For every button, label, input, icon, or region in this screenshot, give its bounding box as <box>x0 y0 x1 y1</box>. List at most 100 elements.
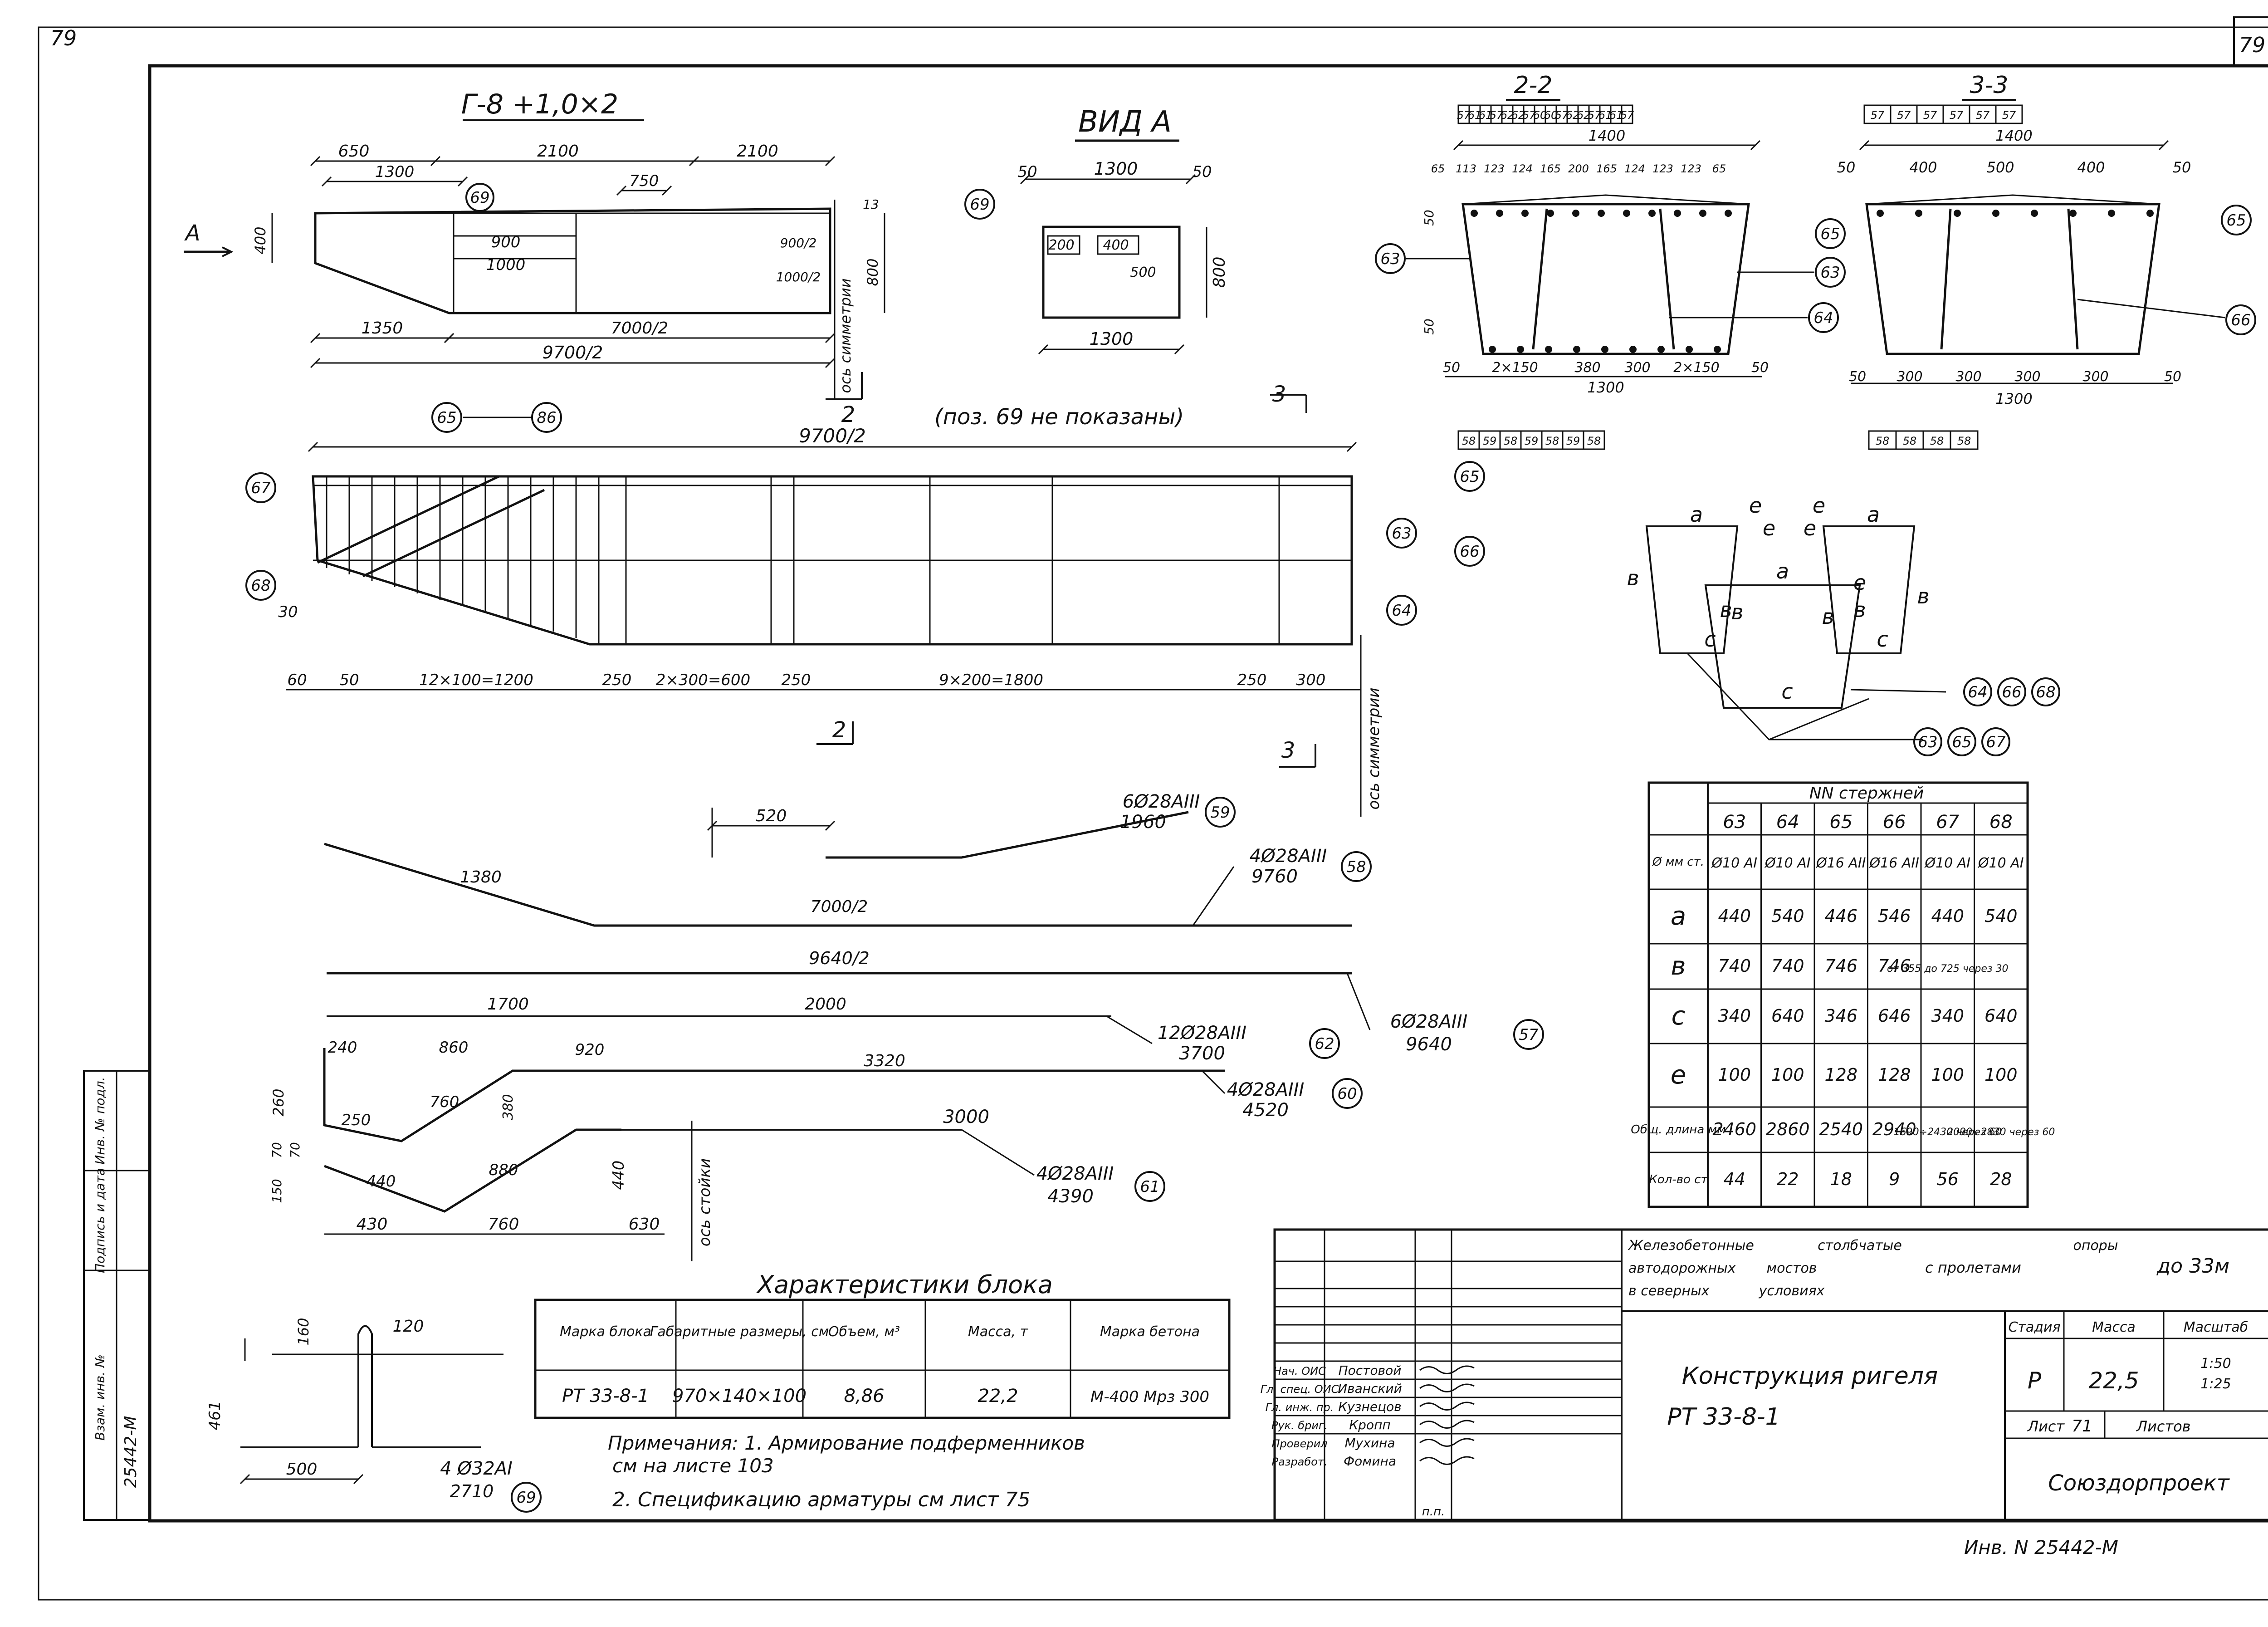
stirrup-dimension-letter: в <box>1822 604 1834 629</box>
section-3-top-slope <box>1866 194 2160 205</box>
position-marker-59: 59 <box>1210 804 1230 822</box>
dim-tick <box>310 358 321 368</box>
dim-tick <box>1453 140 1464 151</box>
stirrup-dimension-letter: е <box>1853 570 1866 595</box>
leader-line <box>2077 299 2225 319</box>
dimension-label: 300 <box>1624 360 1650 376</box>
dimension-label: 760 <box>430 1093 459 1111</box>
position-marker-circle <box>1134 1171 1165 1202</box>
dimension-label: 3320 <box>864 1052 905 1070</box>
rebar-table-cell: 1690÷2430 через 60 <box>1894 1127 2002 1138</box>
position-marker-circle <box>1454 461 1485 492</box>
stirrup-dimension-letter: а <box>1690 502 1703 527</box>
page-number-left: 79 <box>50 26 77 50</box>
dimension-label: 380 <box>1574 360 1600 376</box>
section-3-strip-label: 57 <box>2002 109 2016 122</box>
section-2-bar-dot <box>1517 346 1524 353</box>
dimension-label: 650 <box>338 142 370 161</box>
title-block-stage: Р <box>2028 1367 2042 1394</box>
section-3-bar-dot <box>2069 210 2077 217</box>
title-block-role: Гл. спец. ОИС <box>1261 1383 1339 1396</box>
dim-tick <box>310 156 321 167</box>
dimension-label: 50 <box>1443 360 1460 376</box>
elevation-beam-outline <box>314 207 831 314</box>
bar-label: 4Ø28АIII <box>1227 1079 1305 1100</box>
dimension-label: 165 <box>1540 162 1561 175</box>
section-3-bottom-strip-label: 58 <box>1957 435 1971 447</box>
dimension-label: 750 <box>630 172 659 190</box>
section-2-bar-dot <box>1601 346 1608 353</box>
title-block-header: Стадия <box>2008 1319 2060 1335</box>
position-marker-circle <box>245 570 276 601</box>
dim-tick <box>689 156 699 167</box>
dimension-label: 1000/2 <box>776 270 821 284</box>
title-block-sheet-number: 71 <box>2072 1417 2092 1436</box>
rebar-table-column-header: 64 <box>1776 812 1799 833</box>
dimension-label: 500 <box>1986 159 2014 176</box>
notes-title: Примечания: 1. Армирование подферменнико… <box>608 1432 1085 1454</box>
title-block-mass: 22,5 <box>2088 1367 2139 1394</box>
dimension-label: 1300 <box>1094 159 1138 179</box>
dim-tick <box>321 176 332 187</box>
dim-tick <box>825 333 836 343</box>
dim-tick <box>240 1474 250 1485</box>
title-block <box>1273 1228 2268 1521</box>
dimension-label: 65 <box>1431 162 1445 175</box>
dimension-label: 300 <box>2014 369 2040 385</box>
bar-label: 6Ø28АIII <box>1123 791 1200 812</box>
plan-beam-outline <box>312 475 1353 646</box>
dimension-label: 30 <box>278 603 298 621</box>
position-marker-circle <box>465 183 494 212</box>
section-3-rebar <box>2067 208 2079 350</box>
symmetry-axis-label: ось симметрии <box>1365 688 1383 810</box>
section-3-bar-dot <box>1954 210 1961 217</box>
dimension-label: 50 <box>1849 369 1866 385</box>
block-table-title: Характеристики блока <box>756 1270 1053 1299</box>
bar-label: 12Ø28АIII <box>1158 1023 1246 1044</box>
section-2-bar-dot <box>1545 346 1552 353</box>
stirrup-callout-marker: 65 <box>1952 733 1971 751</box>
rebar-table-cell: 446 <box>1824 906 1857 926</box>
plan-note: (поз. 69 не показаны) <box>934 404 1184 430</box>
dimension-label: 461 <box>206 1401 224 1431</box>
dimension-label: 1700 <box>487 995 529 1014</box>
position-marker-circle <box>1947 727 1976 756</box>
dimension-label: 50 <box>2173 159 2191 176</box>
dimension-label: 520 <box>756 807 787 825</box>
title-block-header: Масштаб <box>2184 1319 2248 1335</box>
dim-tick <box>1038 344 1049 355</box>
dimension-label: 9640/2 <box>809 948 870 968</box>
dimension-label: 1000 <box>486 256 526 274</box>
leader-line <box>1106 1015 1153 1044</box>
rebar-table-cell: 128 <box>1878 1065 1911 1085</box>
plan-diagonal-bar <box>317 475 500 564</box>
block-table-header: Объем, м³ <box>828 1324 900 1340</box>
dimension-label: 1300 <box>375 163 415 181</box>
title-block-name: Кропп <box>1349 1417 1390 1432</box>
position-marker-circle <box>1386 518 1417 549</box>
dimension-label: 250 <box>782 671 811 689</box>
position-marker-circle <box>431 402 462 433</box>
title-block-sheet-label: Лист <box>2027 1418 2065 1435</box>
section-2-title: 2-2 <box>1514 72 1553 99</box>
dimension-label: 50 <box>2164 369 2181 385</box>
dimension-label: 50 <box>1017 163 1037 181</box>
section-2-top-slope <box>1462 194 1749 205</box>
dimension-label: 400 <box>1103 237 1129 253</box>
bar-length: 9760 <box>1251 866 1298 887</box>
title-block-name: Постовой <box>1339 1363 1402 1378</box>
section-2-bar-dot <box>1598 210 1605 217</box>
title-block-project: в северных <box>1628 1283 1710 1299</box>
section-2-bar-dot <box>1714 346 1721 353</box>
bar-61 <box>324 1128 621 1213</box>
leader-line <box>961 1129 1035 1176</box>
dimension-label: 13 <box>863 197 879 212</box>
dimension-label: 7000/2 <box>611 319 669 338</box>
title-block-role: Проверил <box>1271 1437 1327 1450</box>
section-2-strip-label: 61 <box>1479 109 1493 122</box>
section-mark: 2 <box>841 402 855 427</box>
stirrup-callout-marker: 66 <box>2002 683 2021 701</box>
position-marker-circle <box>1997 677 2026 706</box>
title-block-name: Фомина <box>1344 1454 1396 1469</box>
